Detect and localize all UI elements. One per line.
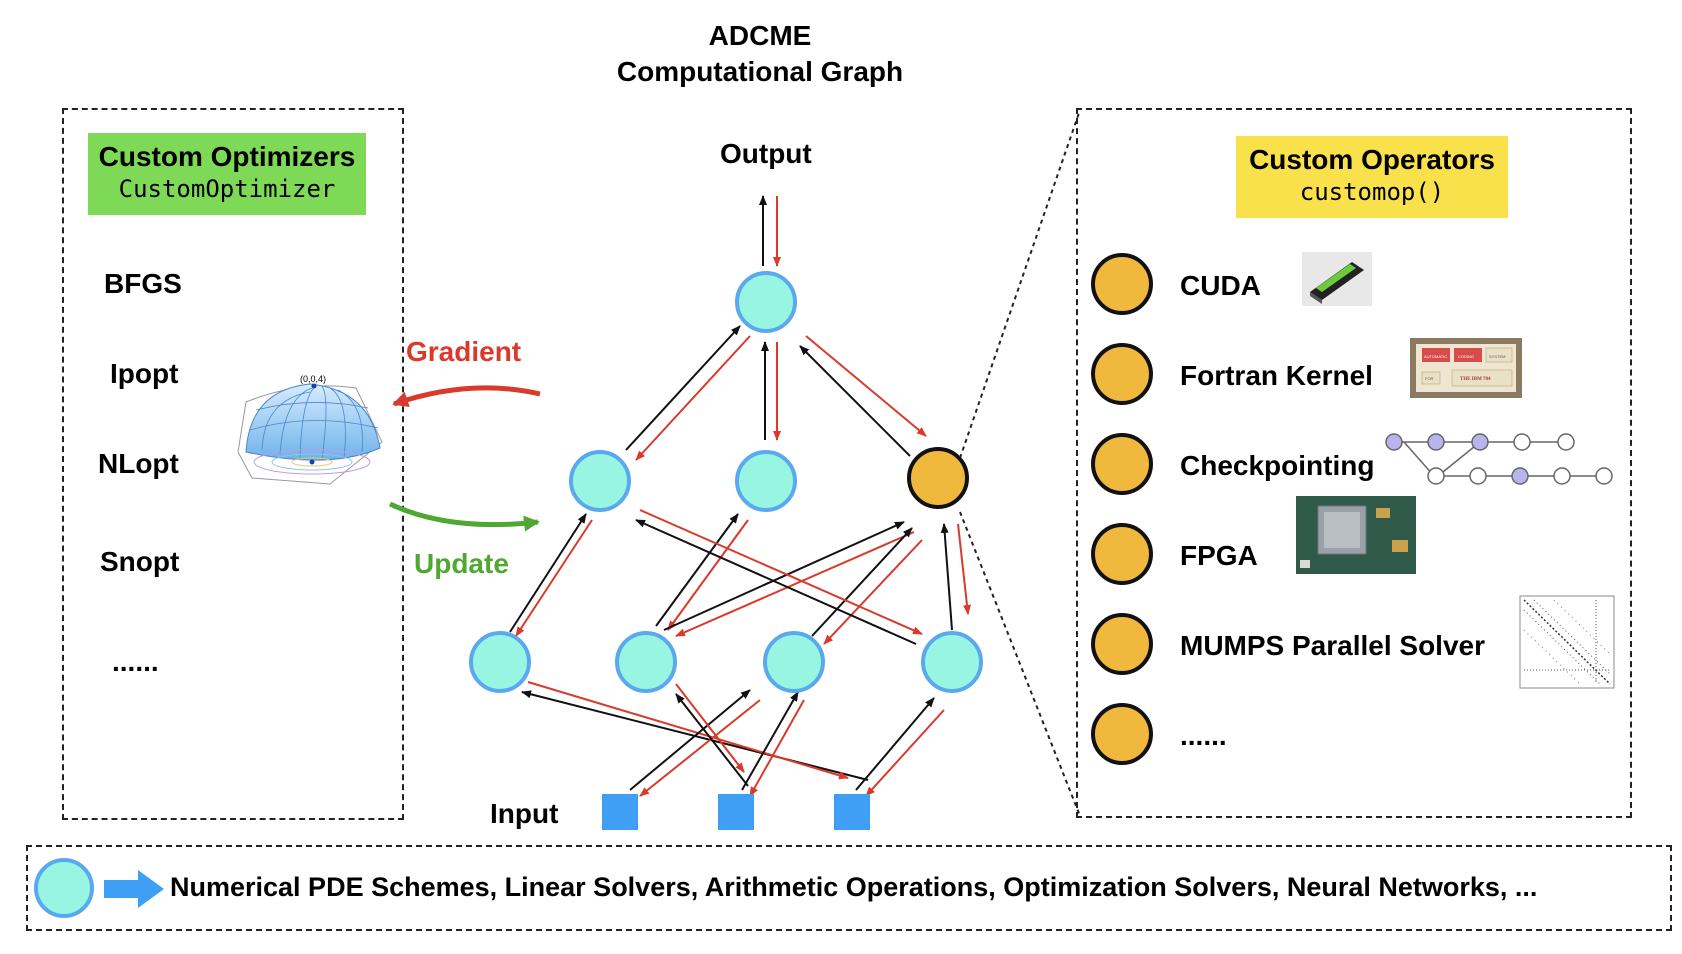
svg-text:SYSTEM: SYSTEM	[1489, 354, 1505, 359]
surface-plot-label: (0,0,4)	[300, 374, 326, 384]
output-label: Output	[720, 138, 812, 169]
operator-fortran: Fortran Kernel	[1180, 360, 1373, 391]
custom-operators-code: customop()	[1299, 178, 1445, 206]
input-label: Input	[490, 798, 559, 829]
operator-bullet-checkpointing	[1091, 433, 1153, 495]
update-arrow	[388, 501, 540, 532]
operator-fpga: FPGA	[1180, 540, 1258, 571]
operator-more: ......	[1180, 720, 1227, 751]
custom-optimizers-title: Custom Optimizers	[98, 141, 356, 172]
operator-bullet-fortran	[1091, 343, 1153, 405]
legend-text: Numerical PDE Schemes, Linear Solvers, A…	[170, 872, 1538, 902]
custom-operators-header: Custom Operators customop()	[1236, 136, 1508, 218]
update-label: Update	[414, 548, 509, 579]
custom-optimizers-header: Custom Optimizers CustomOptimizer	[88, 133, 366, 215]
operator-bullet-mumps	[1091, 613, 1153, 675]
optimizer-nlopt: NLopt	[98, 448, 179, 479]
custom-optimizers-code: CustomOptimizer	[118, 175, 336, 203]
graph-nodes	[469, 271, 983, 830]
custom-operators-title: Custom Operators	[1249, 144, 1495, 175]
legend-box	[26, 845, 1672, 931]
input-node-3	[834, 794, 870, 830]
optimizer-ipopt: Ipopt	[110, 358, 179, 389]
node-top	[735, 271, 797, 333]
svg-text:AUTOMATIC: AUTOMATIC	[1424, 354, 1447, 359]
svg-text:FOR: FOR	[1425, 376, 1434, 381]
operator-bullets	[1091, 253, 1153, 765]
custom-operators-panel	[1076, 108, 1632, 818]
svg-text:CODING: CODING	[1458, 354, 1474, 359]
operator-cuda: CUDA	[1180, 270, 1261, 301]
operator-bullet-fpga	[1091, 523, 1153, 585]
title-line-1: ADCME	[708, 20, 812, 51]
node-custom-operator	[907, 447, 969, 509]
optimizer-snopt: Snopt	[100, 546, 180, 577]
checkpointing-icon	[1385, 433, 1613, 485]
diagram-title: ADCME Computational Graph	[560, 18, 960, 90]
graph-edges	[509, 195, 971, 797]
svg-text:THE IBM 704: THE IBM 704	[1460, 377, 1491, 382]
fortran-card-icon: AUTOMATIC CODING SYSTEM FOR THE IBM 704	[1410, 338, 1522, 398]
input-node-2	[718, 794, 754, 830]
zoom-line-top	[959, 109, 1081, 459]
gpu-icon	[1302, 252, 1372, 306]
operator-checkpointing: Checkpointing	[1180, 450, 1375, 481]
fpga-icon	[1296, 496, 1416, 574]
node-layer3-1	[469, 631, 531, 693]
legend-arrow-icon	[104, 870, 164, 908]
sparse-matrix-icon	[1519, 595, 1615, 689]
zoom-line-bottom	[959, 511, 1081, 817]
optimizer-bfgs: BFGS	[104, 268, 182, 299]
node-layer3-2	[615, 631, 677, 693]
operator-bullet-more	[1091, 703, 1153, 765]
optimizer-more: ......	[112, 646, 159, 677]
node-layer2-mid	[735, 450, 797, 512]
node-layer2-left	[569, 450, 631, 512]
node-layer3-4	[921, 631, 983, 693]
operator-bullet-cuda	[1091, 253, 1153, 315]
gradient-arrow	[392, 385, 541, 408]
node-layer3-3	[763, 631, 825, 693]
operator-mumps: MUMPS Parallel Solver	[1180, 630, 1486, 661]
input-node-1	[602, 794, 638, 830]
title-line-2: Computational Graph	[616, 56, 904, 87]
custom-optimizers-panel	[62, 108, 404, 820]
surface-plot-icon: (0,0,4)	[237, 374, 383, 485]
legend-node-icon	[34, 858, 94, 918]
gradient-label: Gradient	[406, 336, 522, 367]
